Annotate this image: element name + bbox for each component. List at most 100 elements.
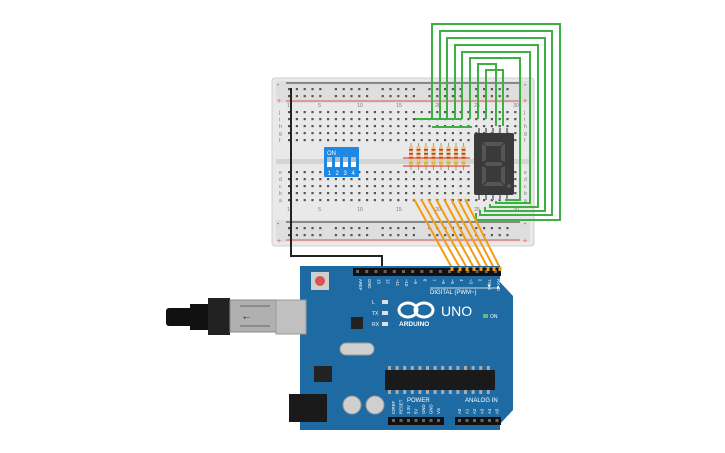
breadboard-hole xyxy=(412,111,415,114)
breadboard-hole xyxy=(295,132,298,135)
reset-button[interactable] xyxy=(315,276,325,286)
breadboard-hole xyxy=(428,139,431,142)
chip-pin xyxy=(403,390,407,394)
breadboard-hole xyxy=(342,132,345,135)
breadboard-hole xyxy=(334,132,337,135)
rail-hole xyxy=(311,95,314,98)
digital-pin-label: 4 xyxy=(459,279,464,282)
breadboard-hole xyxy=(327,125,330,128)
rail-marker-neg-bottom: - xyxy=(277,221,280,228)
breadboard-hole xyxy=(444,171,447,174)
breadboard-hole xyxy=(358,125,361,128)
rail-hole xyxy=(475,88,478,91)
segment-pin xyxy=(492,195,494,200)
breadboard-hole xyxy=(334,139,337,142)
breadboard-hole xyxy=(373,185,376,188)
rail-hole xyxy=(389,227,392,230)
resistor-band xyxy=(439,162,443,164)
orange-wire-ends xyxy=(450,267,502,271)
chip-pin xyxy=(486,390,490,394)
breadboard-hole xyxy=(311,132,314,135)
breadboard-hole xyxy=(412,132,415,135)
on-led xyxy=(483,314,488,318)
breadboard-hole xyxy=(514,118,517,121)
breadboard-hole xyxy=(319,139,322,142)
resistor-band xyxy=(446,149,451,151)
breadboard-hole xyxy=(467,199,470,202)
row-letter: g xyxy=(279,131,282,137)
breadboard-hole xyxy=(311,178,314,181)
breadboard-hole xyxy=(373,178,376,181)
breadboard-hole xyxy=(334,118,337,121)
arduino-model: UNO xyxy=(441,303,472,319)
dip-toggle-knob xyxy=(335,157,340,162)
rail-hole xyxy=(366,227,369,230)
usb-cable-end xyxy=(166,308,196,326)
column-number: 5 xyxy=(318,207,321,213)
breadboard-hole xyxy=(295,185,298,188)
breadboard-hole xyxy=(389,178,392,181)
breadboard-hole xyxy=(420,185,423,188)
gnd-wire-to-arduino xyxy=(290,240,383,268)
breadboard-hole xyxy=(381,171,384,174)
orange-wire-5 xyxy=(443,198,482,269)
breadboard-hole xyxy=(444,139,447,142)
breadboard-hole xyxy=(389,125,392,128)
row-letter: f xyxy=(279,138,281,144)
resistor xyxy=(431,146,436,166)
rail-hole xyxy=(303,227,306,230)
breadboard-hole xyxy=(420,125,423,128)
rail-hole xyxy=(295,95,298,98)
segment-pin xyxy=(478,195,480,200)
rail-hole xyxy=(498,95,501,98)
breadboard-hole xyxy=(428,192,431,195)
breadboard-hole xyxy=(428,111,431,114)
rail-hole xyxy=(358,95,361,98)
breadboard-hole xyxy=(327,139,330,142)
header-socket xyxy=(407,419,410,422)
breadboard-hole xyxy=(451,171,454,174)
segment-dp xyxy=(507,184,511,188)
orange-wire-end xyxy=(498,267,502,271)
rail-hole xyxy=(358,234,361,237)
header-socket xyxy=(429,419,433,422)
breadboard-hole xyxy=(467,185,470,188)
rail-hole xyxy=(451,234,454,237)
breadboard-hole xyxy=(327,192,330,195)
header-socket xyxy=(420,270,424,273)
orange-wire-end xyxy=(458,267,462,271)
digital-pin-label: 2 xyxy=(478,279,483,282)
resistor-array xyxy=(403,143,470,170)
resistor-band xyxy=(454,162,458,164)
breadboard-hole xyxy=(334,192,337,195)
chip-pin xyxy=(441,366,445,370)
dip-switch-body[interactable] xyxy=(324,147,359,177)
top-power-rail xyxy=(276,81,530,103)
resistor xyxy=(424,146,428,166)
chip-pin xyxy=(464,366,467,370)
breadboard-hole xyxy=(366,125,369,128)
breadboard-hole xyxy=(358,185,361,188)
breadboard-hole xyxy=(475,118,478,121)
breadboard-hole xyxy=(420,139,423,142)
breadboard-hole xyxy=(342,125,345,128)
rail-hole xyxy=(381,227,384,230)
breadboard-hole xyxy=(459,139,462,142)
rail-hole xyxy=(506,88,509,91)
analog-pin-label: A0 xyxy=(457,408,462,414)
breadboard-hole xyxy=(366,178,369,181)
breadboard-hole xyxy=(467,192,470,195)
green-wire-7 xyxy=(477,63,497,126)
resistor-band xyxy=(431,162,436,164)
breadboard-hole xyxy=(405,139,408,142)
breadboard-hole xyxy=(373,171,376,174)
column-number: 30 xyxy=(513,103,519,109)
breadboard-hole xyxy=(514,132,517,135)
rail-hole xyxy=(459,88,462,91)
seven-segment-display[interactable] xyxy=(474,128,514,200)
resistor-band xyxy=(431,153,436,155)
breadboard-hole xyxy=(366,171,369,174)
